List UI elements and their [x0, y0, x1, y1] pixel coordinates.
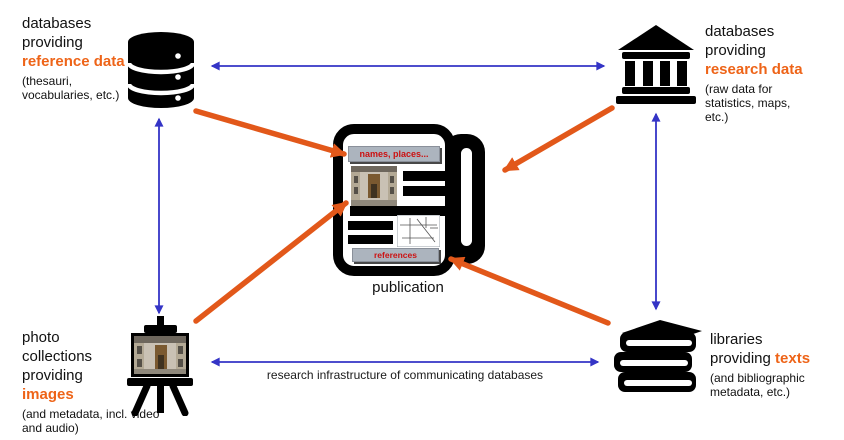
publication-map-thumbnail — [397, 215, 440, 247]
easel-photo-icon — [127, 316, 193, 416]
label-line: providing texts — [710, 350, 811, 367]
label-line: databases — [705, 23, 775, 40]
label-highlight: research data — [705, 61, 803, 78]
label-highlight: images — [22, 386, 74, 403]
label-photo-collections: photo collections providing images (and … — [22, 328, 162, 435]
label-highlight: texts — [775, 350, 811, 367]
publication-footer-bar: references — [352, 248, 439, 262]
label-line: libraries — [710, 331, 763, 348]
flow-images-to-publication — [193, 200, 349, 324]
label-line: databases — [22, 15, 92, 32]
label-libraries: libraries providing texts (and bibliogra… — [710, 330, 828, 399]
database-icon — [126, 32, 196, 108]
label-line: providing — [22, 367, 83, 384]
book-stack-icon — [614, 320, 702, 392]
publication-photo-thumbnail — [351, 166, 397, 206]
museum-icon — [616, 25, 696, 104]
label-note: (thesauri, vocabularies, etc.) — [22, 74, 120, 102]
publication-text-line — [348, 235, 393, 244]
publication-text-line — [403, 186, 445, 196]
flow-reference-to-publication — [193, 108, 347, 158]
label-line: providing — [22, 34, 83, 51]
publication-text-line — [350, 206, 445, 216]
label-line: providing — [705, 42, 766, 59]
flow-research-to-publication — [502, 105, 615, 173]
label-reference-databases: databases providing reference data (thes… — [22, 14, 142, 102]
label-line: collections — [22, 348, 93, 365]
label-research-databases: databases providing research data (raw d… — [705, 22, 813, 124]
label-note: (raw data for statistics, maps, etc.) — [705, 82, 791, 124]
label-line: photo — [22, 329, 60, 346]
label-note: (and metadata, incl. video and audio) — [22, 407, 160, 435]
publication-text-line — [403, 171, 445, 181]
label-note: (and bibliographic metadata, etc.) — [710, 371, 805, 399]
publication-label: publication — [372, 279, 444, 296]
infrastructure-arrow-label: research infrastructure of communicating… — [266, 368, 544, 382]
publication-header-bar: names, places... — [348, 146, 440, 162]
publication-text-line — [348, 221, 393, 230]
label-highlight: reference data — [22, 53, 125, 70]
